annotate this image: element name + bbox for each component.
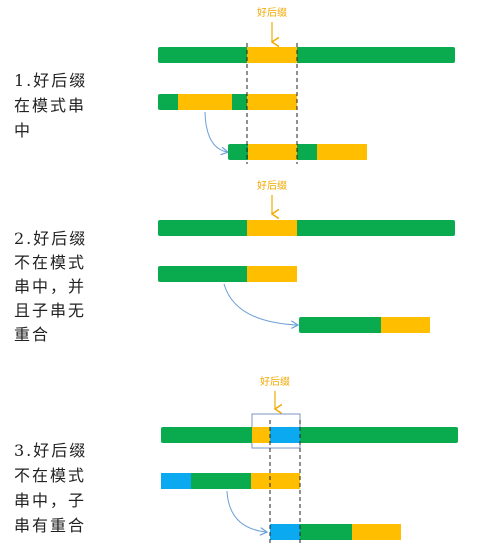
pattern-prefix-segment <box>161 473 191 489</box>
shift-arrow <box>204 111 227 152</box>
good-suffix-yellow-part <box>252 427 270 443</box>
good-suffix-blue-part <box>270 427 300 443</box>
pattern-suffix-segment <box>247 94 297 110</box>
caption-line: 中 <box>14 121 32 140</box>
caption-line: 3.好后缀 <box>14 441 87 460</box>
main-string-bar <box>158 220 455 236</box>
caption-line: 串中，并 <box>14 277 86 296</box>
caption-line: 1.好后缀 <box>14 71 87 90</box>
shifted-prefix-segment <box>270 524 300 540</box>
good-suffix-segment <box>247 220 297 236</box>
caption-line: 重合 <box>14 325 50 344</box>
caption-line: 串中，子 <box>14 491 86 510</box>
section-2: 好后缀 2.好后缀 不在模式 串中，并 且子串无 重合 <box>14 179 455 344</box>
caption-line: 2.好后缀 <box>14 229 87 248</box>
pattern-suffix-segment <box>251 473 300 489</box>
shift-arrow <box>223 283 297 325</box>
shifted-suffix-segment <box>352 524 401 540</box>
shifted-aligned-segment <box>248 144 297 160</box>
pattern-suffix-segment <box>247 266 297 282</box>
caption-line: 且子串无 <box>14 301 86 320</box>
good-suffix-label: 好后缀 <box>257 179 287 192</box>
caption-line: 不在模式 <box>14 253 86 272</box>
caption-line: 不在模式 <box>14 466 86 485</box>
main-string-bar <box>161 427 458 443</box>
section-3: 好后缀 3.好后缀 不在模式 串中，子 串有重合 <box>14 375 458 546</box>
main-string-bar <box>158 47 455 63</box>
caption: 1.好后缀 在模式串 中 <box>14 71 87 140</box>
pattern-matching-substring <box>178 94 232 110</box>
shift-arrow <box>226 490 266 532</box>
caption-line: 在模式串 <box>14 96 86 115</box>
caption: 3.好后缀 不在模式 串中，子 串有重合 <box>14 441 87 535</box>
good-suffix-label: 好后缀 <box>257 6 287 19</box>
section-1: 好后缀 1.好后缀 在模式串 中 <box>14 6 455 164</box>
shifted-suffix-segment <box>317 144 367 160</box>
caption-line: 串有重合 <box>14 516 86 535</box>
good-suffix-segment <box>247 47 297 63</box>
good-suffix-label: 好后缀 <box>260 375 290 388</box>
caption: 2.好后缀 不在模式 串中，并 且子串无 重合 <box>14 229 87 344</box>
shifted-suffix-segment <box>381 317 430 333</box>
